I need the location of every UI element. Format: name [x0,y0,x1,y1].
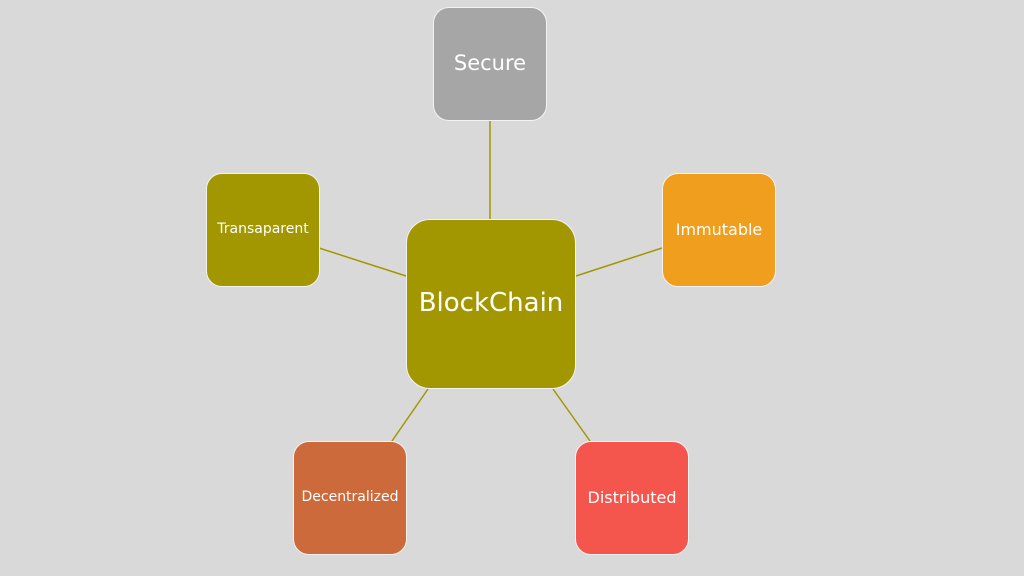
node-label: Transaparent [217,221,309,237]
node-distributed: Distributed [575,441,689,555]
node-label: Decentralized [301,489,399,505]
center-label: BlockChain [418,288,564,318]
node-transaparent: Transaparent [206,173,320,287]
node-secure: Secure [433,7,547,121]
center-node-blockchain: BlockChain [406,219,576,389]
node-label: Distributed [587,487,677,507]
node-decentralized: Decentralized [293,441,407,555]
link-decentralized [391,388,429,442]
node-label: Secure [453,51,527,75]
link-immutable [575,247,663,277]
node-label: Immutable [675,219,763,239]
link-distributed [552,388,591,442]
link-transaparent [318,247,407,277]
node-immutable: Immutable [662,173,776,287]
